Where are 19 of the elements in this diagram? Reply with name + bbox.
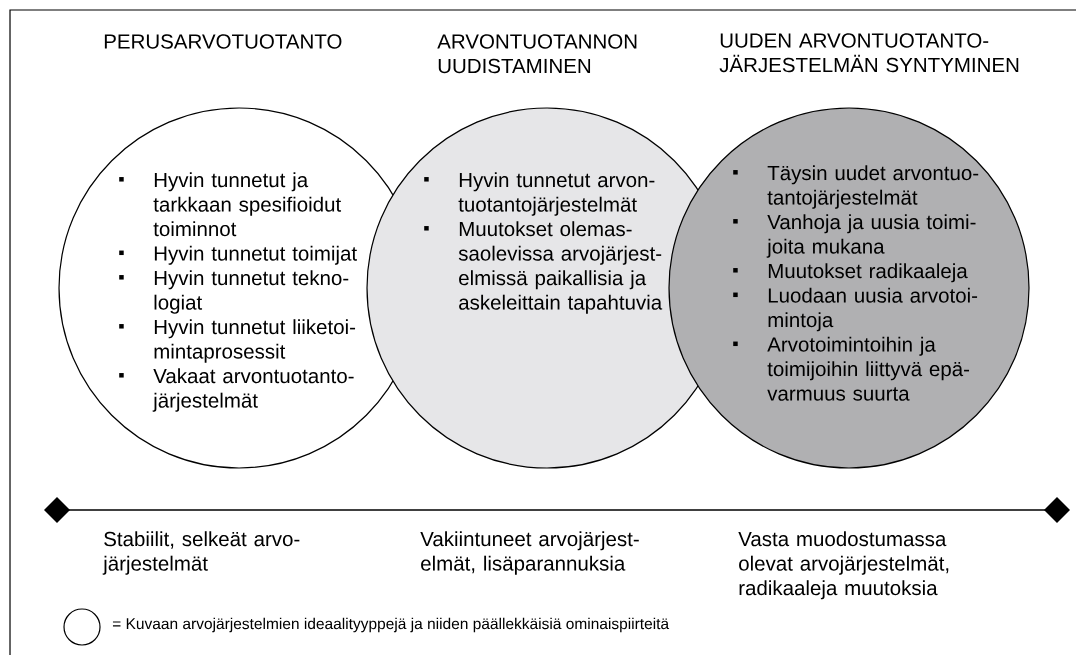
- scale-label: Vasta muodostumassa olevat arvojärjestelmät, radikaaleja muutoksia: [738, 531, 949, 600]
- heading: UUDEN ARVONTUOTANTO- JÄRJESTELMÄN SYNTYMINEN: [719, 33, 1019, 73]
- bullet-item: Vanhoja ja uusia toimi- joita mukana: [733, 214, 976, 258]
- scale-label: Vakiintuneet arvojärjest- elmät, lisäparannuksia: [420, 531, 639, 575]
- legend-text: = Kuvaan arvojärjestelmien ideaalityyppejä ja niiden päällekkäisiä ominaispiirteitä: [112, 617, 670, 633]
- bullet-item: Hyvin tunnetut ja tarkkaan spesifioidut toiminnot: [119, 172, 342, 237]
- bullet-item: Luodaan uusia arvotoi- mintoja: [733, 287, 978, 332]
- bullet-item: Hyvin tunnetut toimijat: [119, 245, 357, 265]
- heading: PERUSARVOTUOTANTO: [104, 34, 342, 49]
- bullet-item: Täysin uudet arvontuo- tantojärjestelmät: [733, 165, 979, 209]
- bullet-item: Hyvin tunnetut arvon- tuotantojärjestelmät: [424, 172, 655, 216]
- heading: ARVONTUOTANNON UUDISTAMINEN: [437, 34, 637, 74]
- scale-label: Stabiilit, selkeät arvo- järjestelmät: [102, 531, 300, 575]
- bullet-item: Arvotoimintoihin ja toimijoihin liittyvä epä- varmuus suurta: [733, 336, 970, 401]
- bullet-item: Muutokset olemas- saolevissa arvojärjest- elmissä paikallisia ja askeleittain tapahtuvia: [424, 221, 663, 314]
- bullet-item: Hyvin tunnetut tekno- logiat: [119, 270, 349, 314]
- bullet-item: Hyvin tunnetut liiketoi- mintaprosessit: [119, 319, 356, 363]
- bullet-item: Muutokset radikaaleja: [733, 263, 968, 283]
- bullet-item: Vakaat arvontuotanto- järjestelmät: [119, 368, 354, 412]
